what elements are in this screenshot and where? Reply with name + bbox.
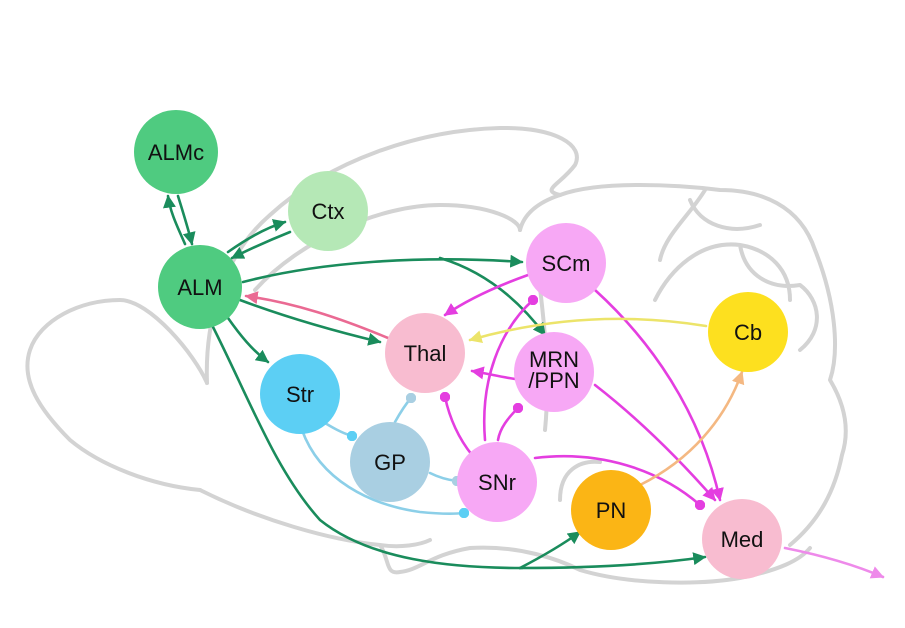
edge-mrn-to-med [593,383,717,502]
edge-snr-inhibits-thal [439,391,474,457]
node-pn-circle [571,470,651,550]
node-str-label: Str [286,382,314,407]
node-scm-label: SCm [542,251,591,276]
edge-gp-inhibits-thal [393,392,417,424]
node-scm-circle [526,223,606,303]
node-thal-label: Thal [404,341,447,366]
node-med-circle [702,499,782,579]
node-scm: SCm [526,223,606,303]
node-snr-circle [457,442,537,522]
edge-alm-to-pn [518,530,582,570]
edge-alm-to-almc [163,194,187,246]
edge-snr-inhibits-med [533,454,706,511]
node-alm-label: ALM [177,275,222,300]
edge-alm-to-thal [238,298,382,346]
edge-ctx-to-alm [230,230,292,260]
node-gp: GP [350,422,430,502]
edge-thal-to-alm [244,291,390,340]
edge-pn-to-cb [638,370,745,487]
edge-med-output [783,546,885,579]
node-alm-circle [158,245,242,329]
edge-alm-to-med [518,552,707,570]
node-ppn-label: /PPN [528,368,579,393]
node-almc: ALMc [134,110,218,194]
node-cb-circle [708,292,788,372]
node-gp-circle [350,422,430,502]
node-gp-label: GP [374,450,406,475]
edge-scm-to-thal [443,273,530,317]
edge-snr-inhibits-mrn [496,402,524,442]
node-mrn-label: MRN [529,347,579,372]
node-snr: SNr [457,442,537,522]
edge-cb-to-thal [468,317,708,344]
node-almc-label: ALMc [148,140,204,165]
node-almc-circle [134,110,218,194]
edge-gp-inhibits-snr [428,471,463,487]
node-thal-circle [385,313,465,393]
edge-alm-to-scm [241,254,524,284]
node-str: Str [260,354,340,434]
node-mrn-ppn: MRN /PPN [514,332,594,412]
node-ctx-circle [288,171,368,251]
node-alm: ALM [158,245,242,329]
node-med: Med [702,499,782,579]
node-mrn-ppn-circle [514,332,594,412]
node-thal: Thal [385,313,465,393]
node-med-label: Med [721,527,764,552]
edge-alm-to-mrn [438,256,547,337]
cerebellum-outline [558,183,848,547]
node-ctx-label: Ctx [312,199,345,224]
edges [163,194,885,579]
node-snr-label: SNr [478,470,516,495]
node-pn-label: PN [596,498,627,523]
edge-alm-to-str [226,316,270,364]
node-cb: Cb [708,292,788,372]
nodes: ALMc Ctx ALM SCm Thal MRN /PPN Cb [134,110,788,579]
edge-str-inhibits-snr [300,428,470,519]
edge-scm-to-med [593,288,724,502]
edge-almc-to-alm [176,194,196,246]
edge-alm-long-descending [210,323,524,570]
edge-snr-inhibits-scm [482,294,539,442]
node-ctx: Ctx [288,171,368,251]
node-cb-label: Cb [734,320,762,345]
node-str-circle [260,354,340,434]
node-pn: PN [571,470,651,550]
